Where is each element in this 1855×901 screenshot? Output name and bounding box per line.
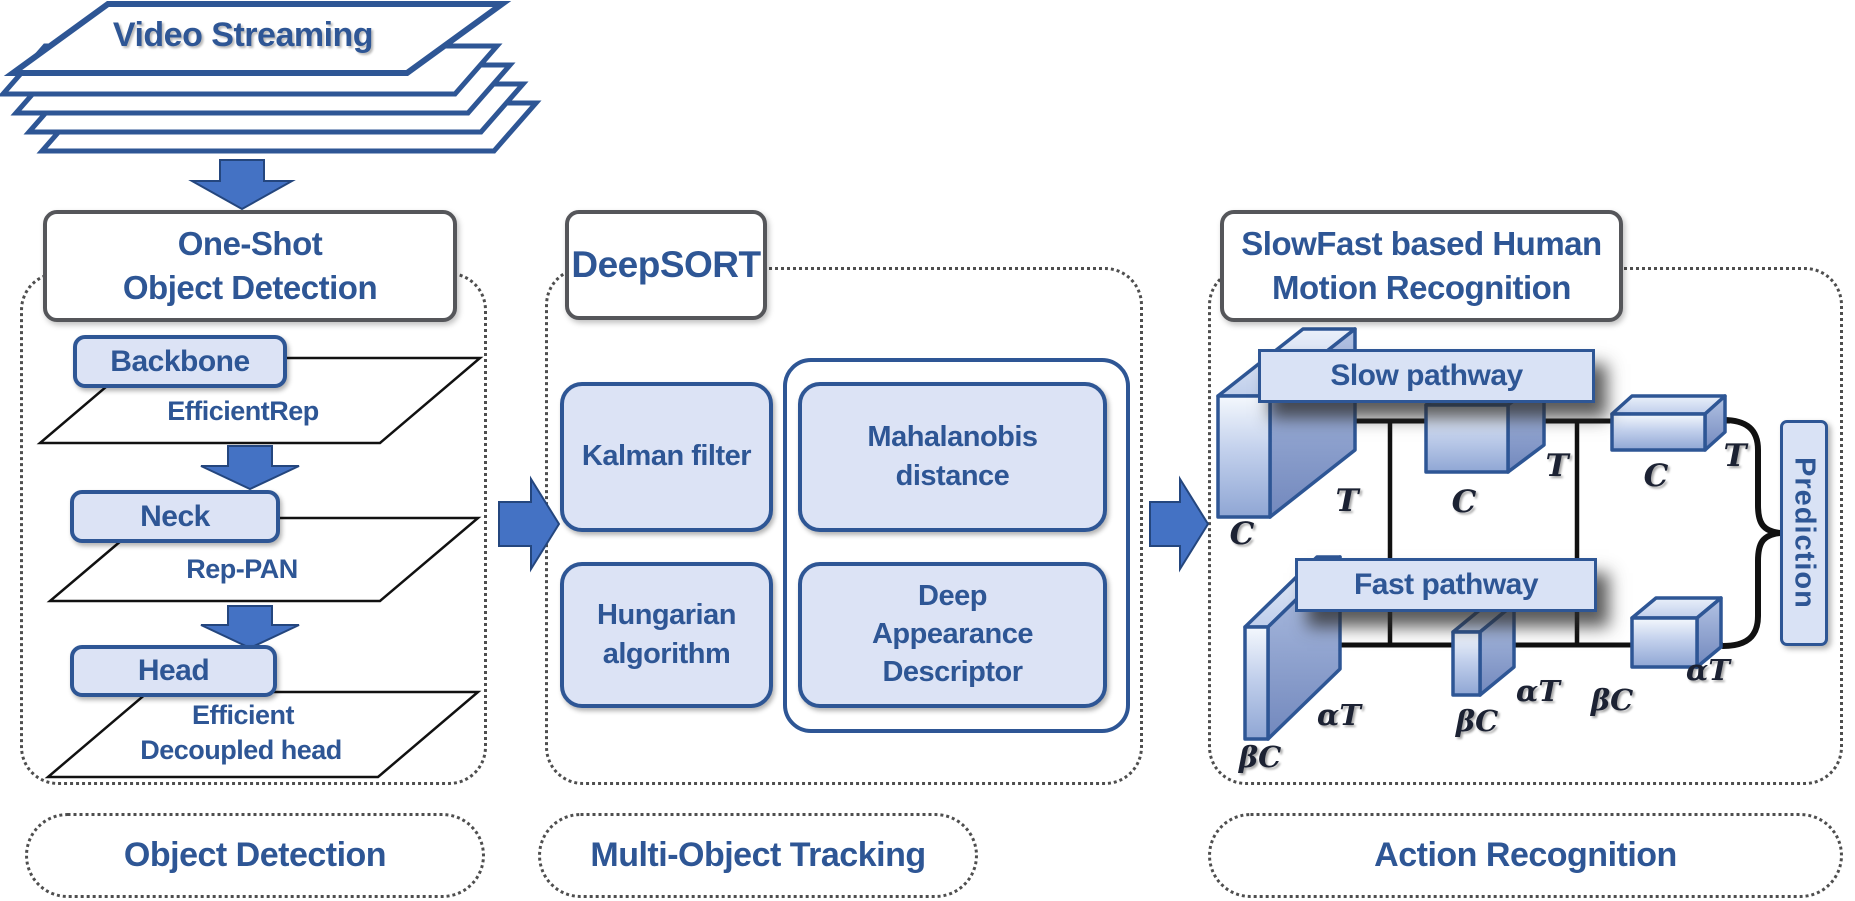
fast-tensor-2 (1451, 602, 1516, 697)
head-impl-label-line2: Decoupled head (140, 735, 342, 765)
fast-dim-at2: αT (1516, 674, 1560, 708)
head-box: Head (70, 645, 277, 697)
slow-dim-c3: C (1643, 458, 1669, 494)
slowfast-title-box: SlowFast based Human Motion Recognition (1220, 210, 1623, 322)
slow-dim-t1: T (1335, 483, 1359, 519)
fast-dim-bc1: βC (1238, 740, 1282, 774)
one-shot-title-line1: One-Shot (177, 225, 323, 263)
object-detection-caption: Object Detection (25, 813, 485, 898)
backbone-impl-label: EfficientRep (167, 396, 319, 426)
action-recognition-caption: Action Recognition (1208, 813, 1843, 898)
hungarian-algorithm-box: Hungarian algorithm (560, 562, 773, 708)
neck-impl-label: Rep-PAN (186, 554, 298, 584)
slow-tensor-3 (1610, 394, 1727, 452)
slow-dim-c2: C (1451, 484, 1477, 520)
fast-dim-bc2: βC (1455, 704, 1499, 738)
col1-flow-arrows (200, 445, 300, 650)
video-streaming-label: Video Streaming (112, 15, 374, 54)
prediction-label: Prediction (1788, 457, 1821, 609)
fast-pathway-bar: Fast pathway (1295, 558, 1597, 612)
neck-box: Neck (70, 490, 280, 543)
arrow-backbone-to-neck-icon (200, 445, 300, 491)
head-parallelogram (44, 690, 482, 779)
mahalanobis-distance-box: Mahalanobis distance (798, 382, 1107, 532)
one-shot-detection-title-box: One-Shot Object Detection (43, 210, 457, 322)
kalman-filter-box: Kalman filter (560, 382, 773, 532)
flow-arrow-stack-down-icon (188, 159, 296, 211)
slow-dim-t3: T (1723, 438, 1747, 474)
deep-appearance-descriptor-box: Deep Appearance Descriptor (798, 562, 1107, 708)
video-frame-stack-icon (0, 1, 542, 154)
fast-dim-at1: αT (1317, 698, 1361, 732)
multi-object-tracking-caption: Multi-Object Tracking (538, 813, 978, 898)
slowfast-title-line2: Motion Recognition (1272, 269, 1571, 306)
arrow-neck-to-head-icon (200, 605, 300, 650)
arrow-detection-to-tracking-icon (498, 475, 561, 573)
head-impl-label-line1: Efficient (191, 700, 295, 730)
slow-pathway-bar: Slow pathway (1258, 349, 1595, 403)
slow-dim-t2: T (1545, 448, 1569, 484)
fast-dim-at3: αT (1686, 653, 1730, 687)
arrow-tracking-to-recognition-icon (1149, 475, 1210, 573)
fast-dim-bc3: βC (1590, 683, 1634, 717)
detector-layer-parallelograms (36, 356, 484, 779)
deepsort-title-box: DeepSORT (565, 210, 767, 320)
backbone-box: Backbone (73, 335, 287, 388)
prediction-box: Prediction (1780, 420, 1828, 646)
slowfast-title-line1: SlowFast based Human (1241, 225, 1602, 263)
fast-tensor-3 (1630, 596, 1723, 669)
one-shot-title-line2: Object Detection (122, 269, 378, 306)
slow-dim-c1: C (1229, 516, 1255, 552)
